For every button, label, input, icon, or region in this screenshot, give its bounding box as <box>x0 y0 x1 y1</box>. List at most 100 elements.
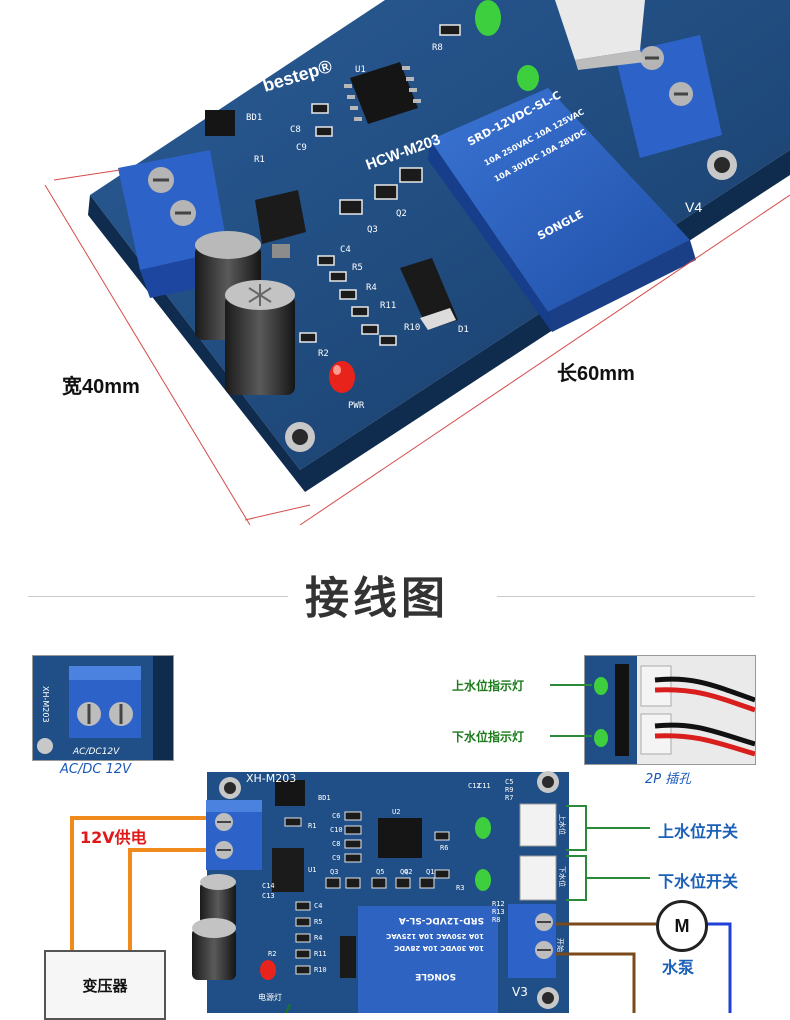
svg-text:R10: R10 <box>314 966 327 974</box>
diagram-model-silk: XH-M203 <box>246 772 296 785</box>
pump-wires <box>556 922 732 1013</box>
svg-text:R12: R12 <box>492 900 505 908</box>
bridge-rectifier <box>205 110 235 136</box>
svg-text:C12: C12 <box>468 782 481 790</box>
svg-text:R4: R4 <box>314 934 322 942</box>
diagram-lower-led <box>475 869 491 891</box>
svg-text:R3: R3 <box>456 884 464 892</box>
svg-text:BD1: BD1 <box>246 113 262 123</box>
diagram-silk: BD1 R1 U1 U2 C6 C10 C8 C9 C5 R9 R7 C12 C… <box>262 778 513 974</box>
diagram-smd <box>284 811 450 975</box>
upper-led-pointer <box>550 684 592 686</box>
svg-text:C14: C14 <box>262 882 275 890</box>
svg-text:R6: R6 <box>440 844 448 852</box>
svg-text:R11: R11 <box>314 950 327 958</box>
svg-text:C6: C6 <box>332 812 340 820</box>
svg-text:PWR: PWR <box>348 401 365 411</box>
upper-led-label: 上水位指示灯 <box>452 679 525 693</box>
wiring-diagram: BD1 R1 U1 U2 C6 C10 C8 C9 C5 R9 R7 C12 C… <box>70 771 732 1013</box>
svg-text:R2: R2 <box>268 950 276 958</box>
corner-silk: V4 <box>685 199 702 215</box>
power-terminal-inset: XH-M203 AC/DC12V <box>32 655 174 761</box>
component-silk: BD1 R1 U1 C8 C9 R8 Q3 Q2 C4 R5 R4 R11 R1… <box>246 43 469 411</box>
svg-text:U1: U1 <box>355 65 366 75</box>
svg-text:C8: C8 <box>290 125 301 135</box>
svg-text:AC/DC12V: AC/DC12V <box>72 747 120 757</box>
power-led-silk: 电源灯 <box>258 992 282 1002</box>
diagram-relay <box>358 906 498 1013</box>
smd-components <box>299 24 461 346</box>
svg-text:R2: R2 <box>318 349 329 359</box>
length-dimension-label: 长60mm <box>557 363 635 385</box>
diagram-upper-led <box>475 817 491 839</box>
svg-text:R7: R7 <box>505 794 513 802</box>
svg-text:U2: U2 <box>392 808 400 816</box>
switch-brackets <box>566 805 650 901</box>
lower-led-pointer <box>550 735 592 737</box>
pump-label: 水泵 <box>662 958 695 977</box>
diagram-output-terminal <box>508 904 556 978</box>
diagram-diode <box>340 936 356 978</box>
upper-switch-label: 上水位开关 <box>658 822 739 841</box>
svg-text:下水位: 下水位 <box>558 866 567 887</box>
svg-text:Q4: Q4 <box>400 868 408 876</box>
svg-text:R1: R1 <box>254 155 265 165</box>
diagram-ic-u2 <box>378 818 422 858</box>
sensor-connector <box>555 0 645 70</box>
svg-text:Q3: Q3 <box>330 868 338 876</box>
diagram-regulator <box>272 848 304 892</box>
svg-text:R13: R13 <box>492 908 505 916</box>
relay <box>428 88 696 332</box>
transformer-box: 变压器 <box>44 950 166 1020</box>
title-rule-right <box>497 596 755 597</box>
ic-u1 <box>344 62 421 124</box>
svg-text:C9: C9 <box>296 143 307 153</box>
svg-text:开始: 开始 <box>556 938 565 952</box>
svg-text:C4: C4 <box>340 245 351 255</box>
diagram-corner-silk: V3 <box>512 985 528 999</box>
svg-text:Q5: Q5 <box>376 868 384 876</box>
terminal-silk: 开始 下水位 上水位 <box>556 814 567 952</box>
electrolytic-capacitors <box>195 231 295 395</box>
svg-text:XH-M203: XH-M203 <box>41 686 50 723</box>
svg-text:Q1: Q1 <box>426 868 434 876</box>
output-terminal-block <box>615 35 722 158</box>
svg-text:C13: C13 <box>262 892 275 900</box>
lower-switch-label: 下水位开关 <box>658 872 739 891</box>
svg-text:Q2: Q2 <box>396 209 407 219</box>
diagram-relay-print: SRD-12VDC-SL-A 10A 250VAC 10A 125VAC 10A… <box>386 915 484 981</box>
diagram-sensor-connectors <box>519 803 557 901</box>
svg-text:10A 30VDC 10A 28VDC: 10A 30VDC 10A 28VDC <box>394 944 484 952</box>
svg-text:Q3: Q3 <box>367 225 378 235</box>
dimension-guides <box>44 169 790 526</box>
svg-text:U1: U1 <box>308 866 316 874</box>
supply-wires <box>70 816 210 950</box>
svg-text:上水位: 上水位 <box>558 814 567 835</box>
diagram-power-led <box>260 960 276 980</box>
status-leds <box>329 0 539 393</box>
svg-text:R4: R4 <box>366 283 377 293</box>
svg-text:BD1: BD1 <box>318 794 331 802</box>
svg-text:R8: R8 <box>492 916 500 924</box>
diagram-power-terminal <box>206 800 262 870</box>
section-title: 接线图 <box>305 573 449 624</box>
svg-text:R5: R5 <box>314 918 322 926</box>
motor-symbol: M <box>674 915 690 936</box>
plug-inset-caption: 2P 插孔 <box>645 772 692 787</box>
supply-label: 12V供电 <box>80 828 147 847</box>
svg-text:C4: C4 <box>314 902 322 910</box>
width-dimension-label: 宽40mm <box>62 376 140 398</box>
title-rule-left <box>28 596 288 597</box>
transformer-label: 变压器 <box>82 976 128 995</box>
pump-motor-symbol: M <box>656 900 708 952</box>
svg-text:SRD-12VDC-SL-A: SRD-12VDC-SL-A <box>399 915 484 925</box>
power-inset-caption: AC/DC 12V <box>60 762 132 777</box>
svg-text:C10: C10 <box>330 826 343 834</box>
svg-text:SONGLE: SONGLE <box>415 971 456 981</box>
svg-text:C11: C11 <box>478 782 491 790</box>
svg-text:R10: R10 <box>404 323 420 333</box>
svg-text:R1: R1 <box>308 822 316 830</box>
voltage-regulator <box>255 190 306 258</box>
svg-text:C5: C5 <box>505 778 513 786</box>
svg-text:10A 250VAC 10A 125VAC: 10A 250VAC 10A 125VAC <box>386 932 484 940</box>
